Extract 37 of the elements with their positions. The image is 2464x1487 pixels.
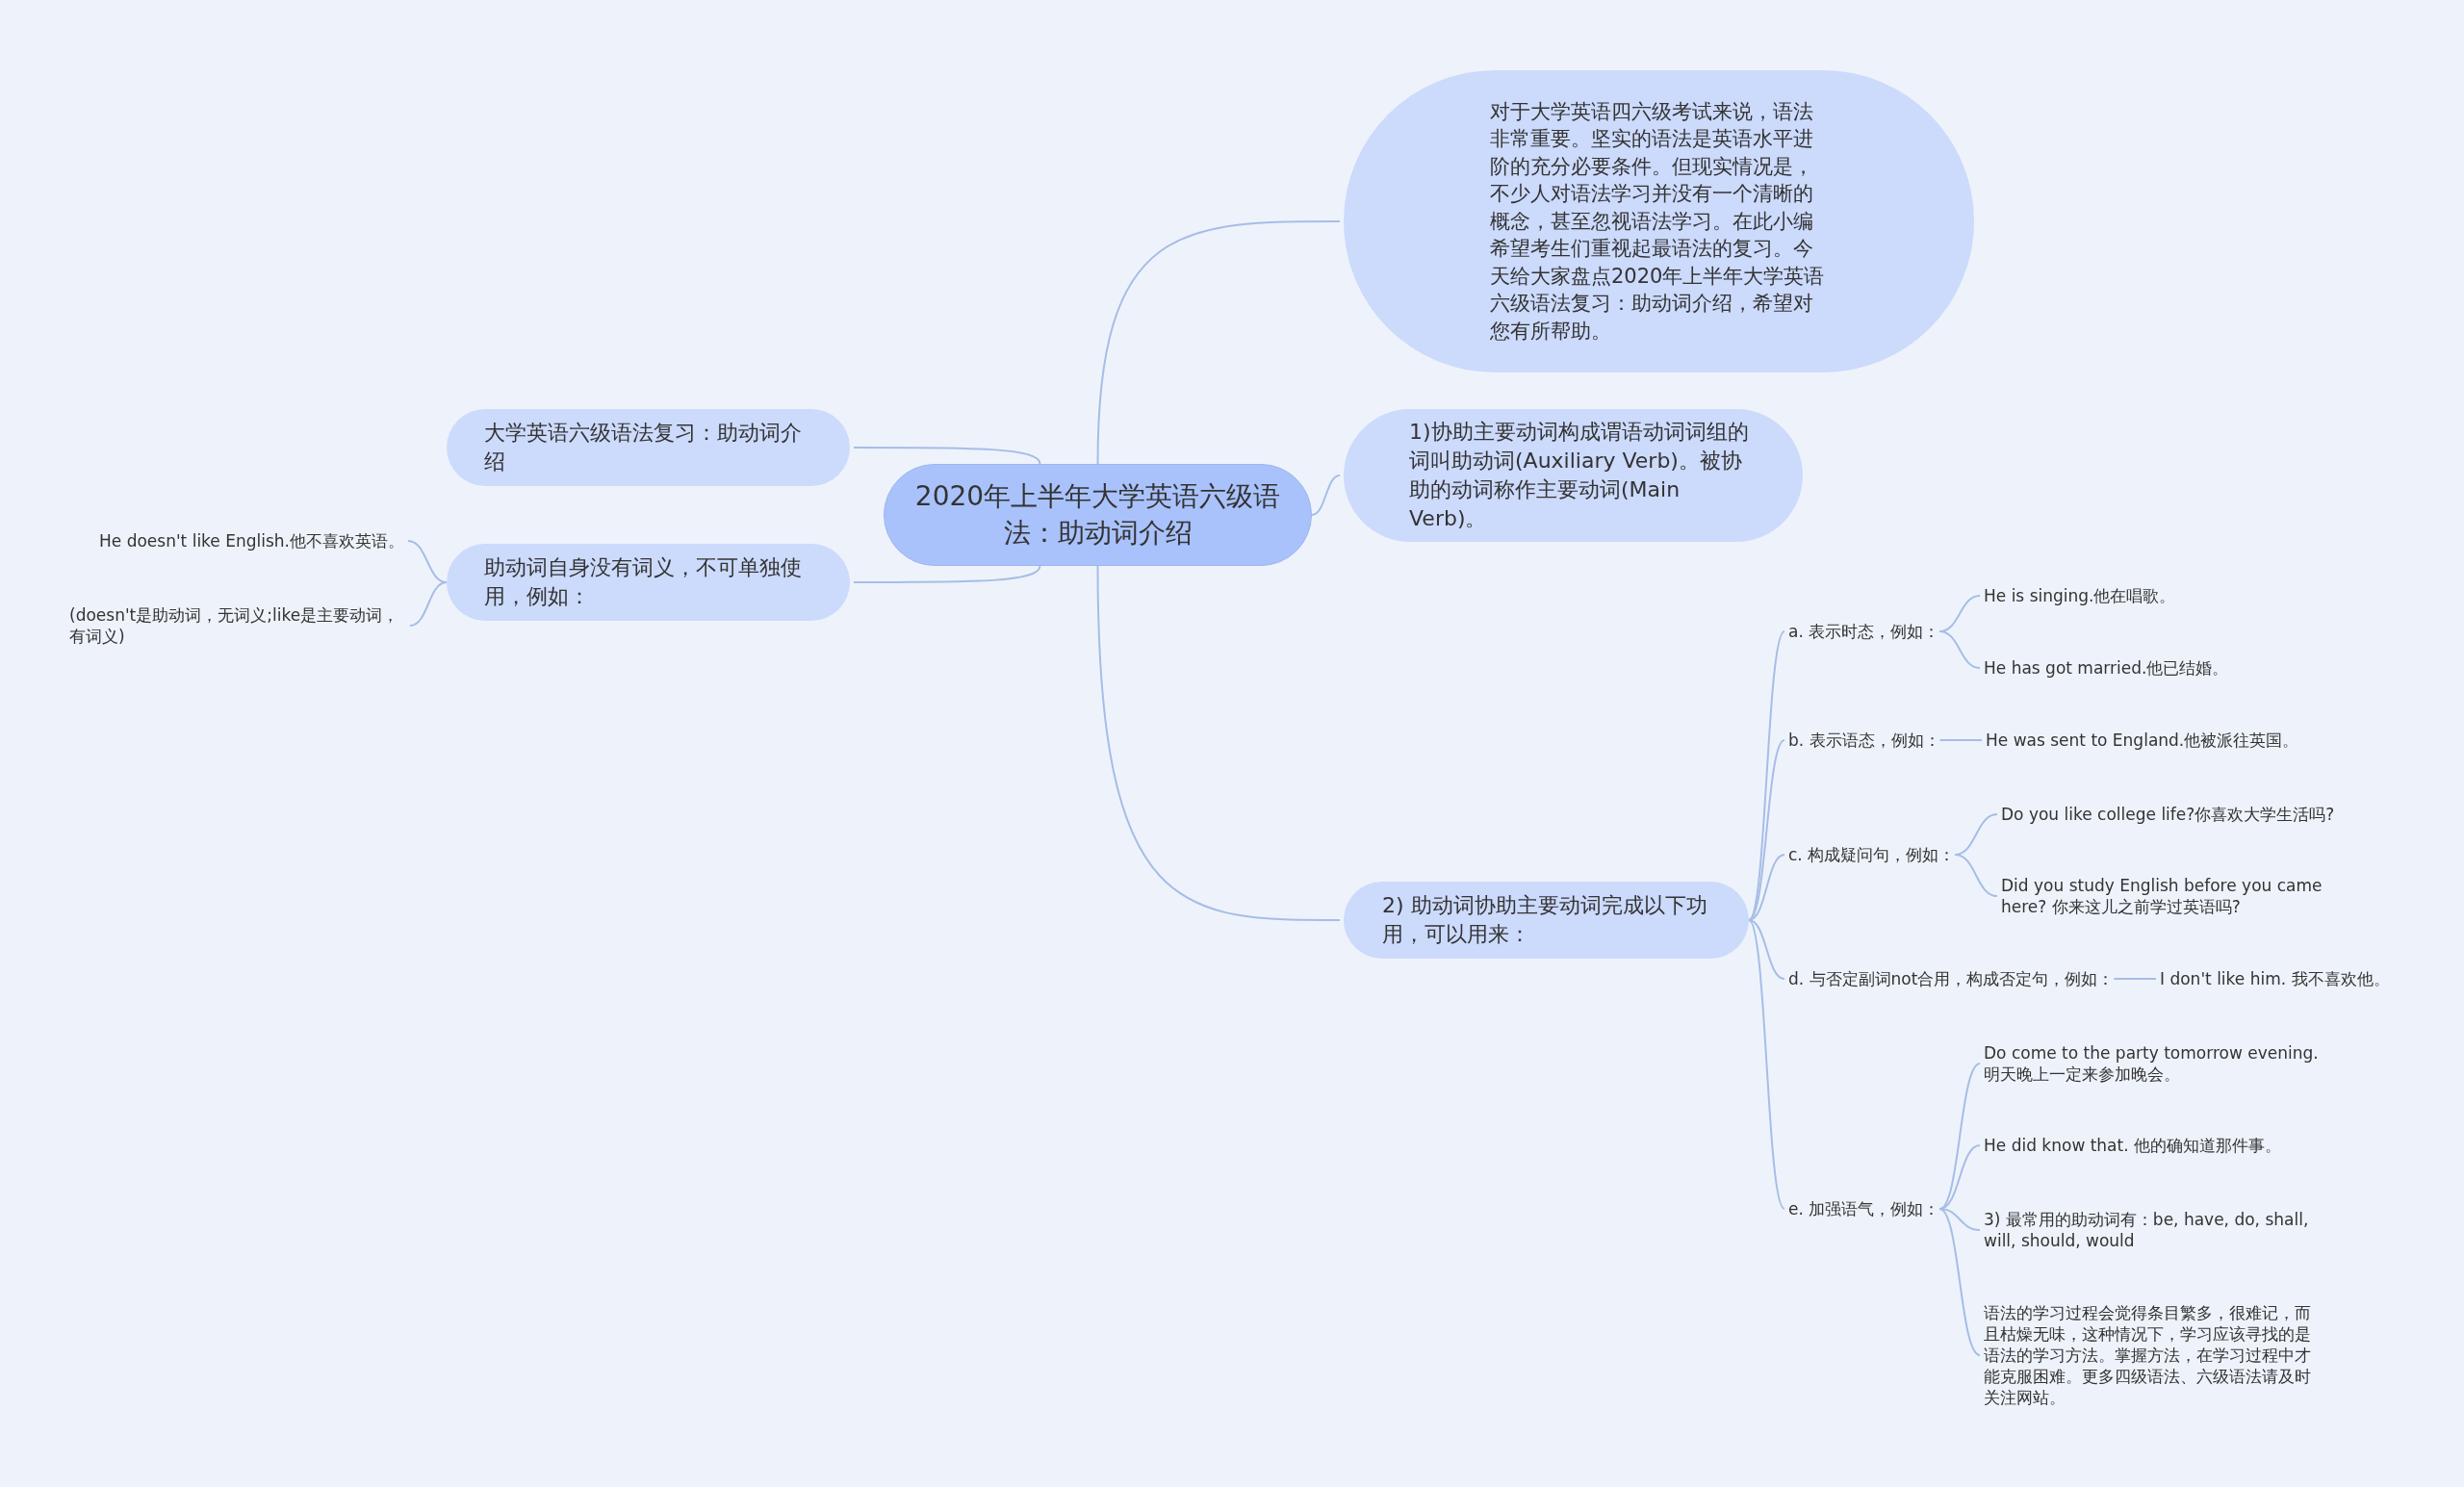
subtopic-text: (doesn't是助动词，无词义;like是主要动词，有词义) — [69, 603, 406, 648]
connector-line — [853, 447, 1041, 465]
central-topic-text: 2020年上半年大学英语六级语法：助动词介绍 — [914, 478, 1281, 551]
topic-text: 1)协助主要动词构成谓语动词词组的词叫助动词(Auxiliary Verb)。被协助的动词称作主要动词(Main Verb)。 — [1409, 419, 1750, 532]
connector-line — [1748, 919, 1785, 1210]
topic-text: 对于大学英语四六级考试来说，语法非常重要。坚实的语法是英语水平进阶的充分必要条件。但现实情况是，不少人对语法学习并没有一个清晰的概念，甚至忽视语法学习。在此小编希望考生们重视起最语法的复习。今天给大家盘点2020年上半年大学英语六级语法复习：助动词介绍，希望对您有所帮助。 — [1490, 98, 1826, 345]
connector-line — [1954, 854, 1998, 897]
subtopic-text: Did you study English before you came here? 你来这儿之前学过英语吗? — [2001, 874, 2333, 918]
connector-line — [409, 581, 448, 627]
subtopic-text: He did know that. 他的确知道那件事。 — [1984, 1134, 2281, 1157]
topic-text: 2) 助动词协助主要动词完成以下功用，可以用来： — [1382, 892, 1708, 948]
subtopic-text: d. 与否定副词not合用，构成否定句，例如： — [1788, 967, 2115, 990]
subtopic-text: He is singing.他在唱歌。 — [1984, 584, 2176, 607]
connector-line — [2113, 978, 2157, 980]
subtopic-text: He doesn't like English.他不喜欢英语。 — [77, 529, 404, 552]
subtopic-text: e. 加强语气，例如： — [1788, 1197, 1940, 1220]
topic-text: 助动词自身没有词义，不可单独使用，例如： — [484, 554, 803, 610]
connector-line — [1311, 474, 1341, 516]
connector-line — [1938, 1063, 1981, 1210]
subtopic-text: He has got married.他已结婚。 — [1984, 656, 2229, 679]
connector-line — [1938, 739, 1983, 741]
subtopic-text: 语法的学习过程会觉得条目繁多，很难记，而且枯燥无味，这种情况下，学习应该寻找的是语法的学习方法。掌握方法，在学习过程中才能克服困难。更多四级语法、六级语法请及时关注网站。 — [1984, 1301, 2321, 1409]
subtopic-text: Do come to the party tomorrow evening. 明天晚上一定来参加晚会。 — [1984, 1041, 2340, 1086]
subtopic-text: 3) 最常用的助动词有：be, have, do, shall, will, should, would — [1984, 1208, 2321, 1252]
connector-line — [853, 565, 1041, 583]
connector-line — [1748, 919, 1785, 980]
subtopic-text: c. 构成疑问句，例如： — [1788, 843, 1956, 866]
connector-line — [1096, 565, 1341, 921]
subtopic-text: a. 表示时态，例如： — [1788, 620, 1940, 643]
subtopic-text: Do you like college life?你喜欢大学生活吗? — [2001, 803, 2335, 826]
connector-line — [1938, 1208, 1981, 1356]
connector-line — [1096, 220, 1341, 465]
connector-line — [1938, 630, 1981, 669]
subtopic-text: I don't like him. 我不喜欢他。 — [2160, 967, 2390, 990]
subtopic-text: b. 表示语态，例如： — [1788, 729, 1940, 752]
topic-text: 大学英语六级语法复习：助动词介绍 — [484, 420, 803, 475]
subtopic-text: He was sent to England.他被派往英国。 — [1986, 729, 2299, 752]
